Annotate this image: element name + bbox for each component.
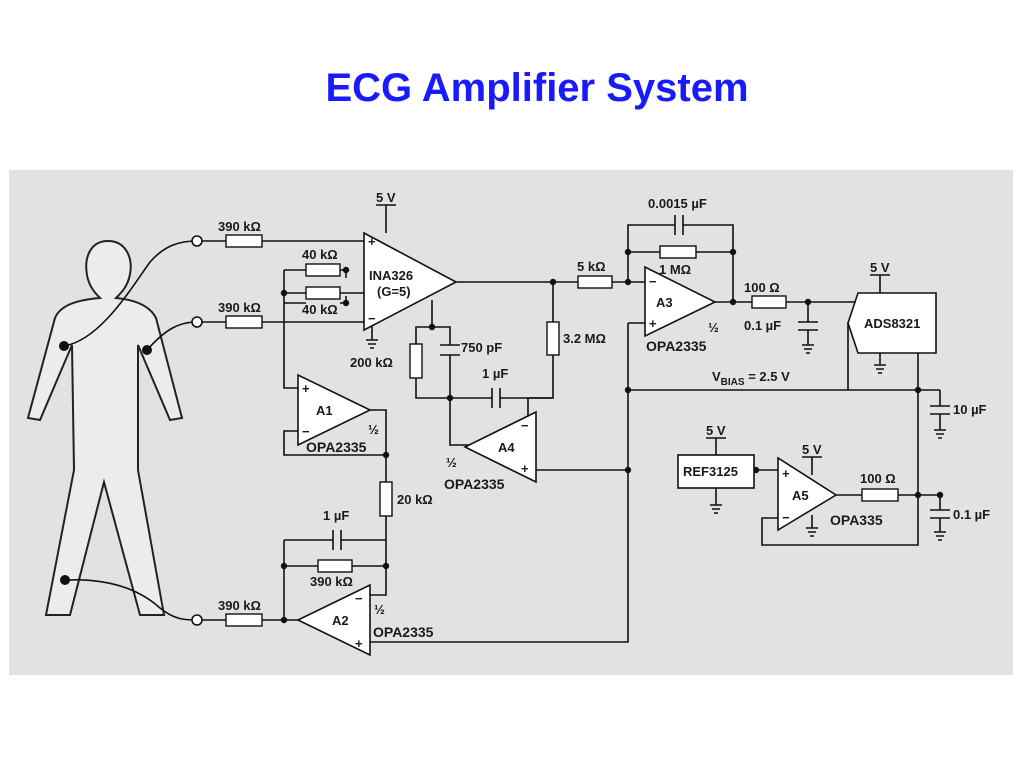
label-r-20k: 20 kΩ: [397, 492, 433, 507]
adc-name: ADS8321: [864, 316, 920, 331]
vbias-value: = 2.5 V: [745, 369, 790, 384]
a4-plus-pin: +: [521, 461, 529, 476]
terminal-1: [191, 235, 203, 247]
ina326-amp: [363, 231, 458, 332]
label-r-100a: 100 Ω: [744, 280, 780, 295]
ina-plus-pin: +: [368, 234, 376, 249]
label-r-in1: 390 kΩ: [218, 219, 261, 234]
label-v-ina: 5 V: [376, 190, 396, 205]
label-c-750p: 750 pF: [461, 340, 502, 355]
capacitors: [332, 215, 950, 550]
a4-name: A4: [498, 440, 515, 455]
label-vbias: VBIAS = 2.5 V: [712, 369, 790, 388]
ground-symbols: [366, 339, 946, 541]
label-r-200k: 200 kΩ: [350, 355, 393, 370]
wiring: [202, 204, 941, 643]
schematic-panel: [9, 170, 1013, 675]
ina-gain: (G=5): [377, 284, 411, 299]
label-v-adc: 5 V: [870, 260, 890, 275]
a2-half: ½: [374, 602, 385, 617]
junction-dots: [280, 248, 944, 624]
a2-name: A2: [332, 613, 349, 628]
a2-minus-pin: −: [355, 591, 363, 606]
label-c-0015: 0.0015 µF: [648, 196, 707, 211]
a3-half: ½: [708, 320, 719, 335]
label-r-40a: 40 kΩ: [302, 247, 338, 262]
ref-name: REF3125: [683, 464, 738, 479]
vbias-v: V: [712, 369, 721, 384]
a3-part: OPA2335: [646, 338, 707, 354]
label-r-100b: 100 Ω: [860, 471, 896, 486]
a3-minus-pin: −: [649, 274, 657, 289]
label-r-1m: 1 MΩ: [659, 262, 691, 277]
a4-part: OPA2335: [444, 476, 505, 492]
label-r-5k: 5 kΩ: [577, 259, 606, 274]
lead-wire-3: [64, 578, 198, 621]
a5-plus-pin: +: [782, 466, 790, 481]
label-c-1u-a2: 1 µF: [323, 508, 349, 523]
a2-plus-pin: +: [355, 636, 363, 651]
label-c-10u: 10 µF: [953, 402, 987, 417]
label-r-3m2: 3.2 MΩ: [563, 331, 606, 346]
ads8321-block: [847, 292, 937, 354]
body-figure: [26, 239, 184, 616]
a4-half: ½: [446, 455, 457, 470]
a5-amp: [777, 456, 838, 532]
ina-minus-pin: −: [368, 311, 376, 326]
a5-part: OPA335: [830, 512, 883, 528]
label-r-40b: 40 kΩ: [302, 302, 338, 317]
resistors: [225, 234, 899, 627]
a4-minus-pin: −: [521, 418, 529, 433]
label-r-in3: 390 kΩ: [218, 598, 261, 613]
page-title: ECG Amplifier System: [325, 66, 749, 110]
terminal-2: [191, 316, 203, 328]
a1-plus-pin: +: [302, 381, 310, 396]
a3-name: A3: [656, 295, 673, 310]
vbias-sub: BIAS: [721, 377, 745, 388]
a1-amp: [297, 373, 372, 447]
label-v-a5: 5 V: [802, 442, 822, 457]
a2-amp: [296, 583, 371, 657]
a1-name: A1: [316, 403, 333, 418]
a3-plus-pin: +: [649, 316, 657, 331]
a1-part: OPA2335: [306, 439, 367, 455]
ina-name: INA326: [369, 268, 413, 283]
terminal-3: [191, 614, 203, 626]
label-c-01b: 0.1 µF: [953, 507, 990, 522]
label-v-ref: 5 V: [706, 423, 726, 438]
a5-name: A5: [792, 488, 809, 503]
label-c-1u-a4: 1 µF: [482, 366, 508, 381]
a2-part: OPA2335: [373, 624, 434, 640]
label-r-in2: 390 kΩ: [218, 300, 261, 315]
a5-minus-pin: −: [782, 510, 790, 525]
lead-wire-1: [63, 240, 198, 347]
ref3125-block: [677, 454, 755, 489]
label-r-390fb: 390 kΩ: [310, 574, 353, 589]
a1-half: ½: [368, 422, 379, 437]
a4-amp: [463, 410, 537, 484]
a3-amp: [644, 265, 717, 338]
label-c-01a: 0.1 µF: [744, 318, 781, 333]
a1-minus-pin: −: [302, 424, 310, 439]
